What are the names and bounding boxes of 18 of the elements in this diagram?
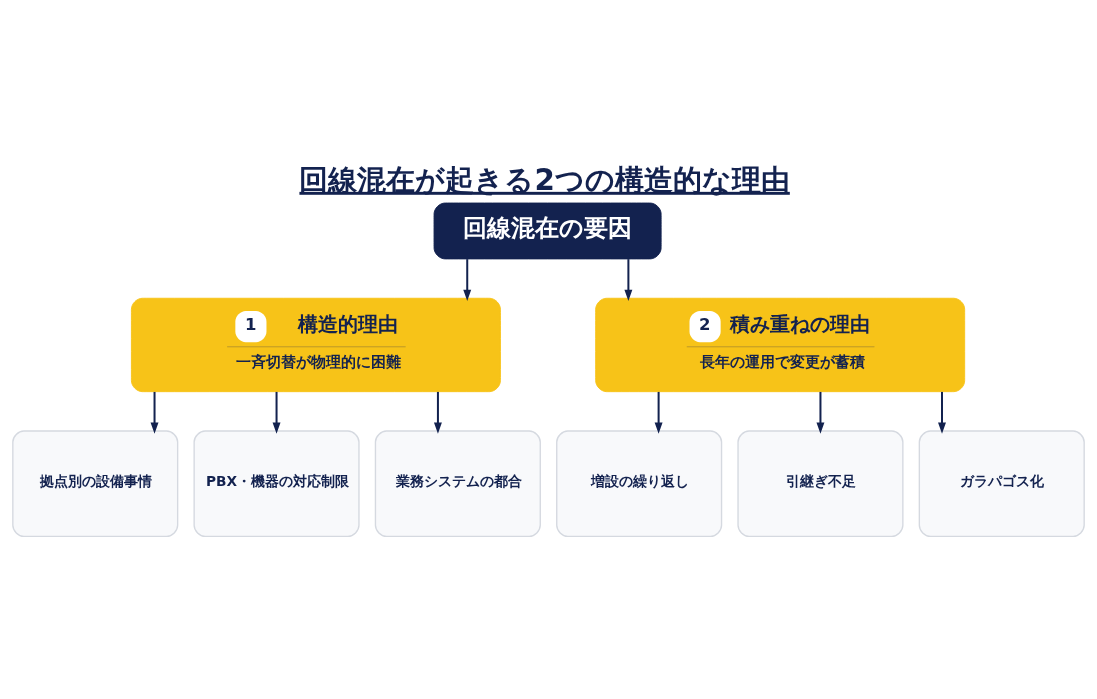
- arrow: [654, 391, 663, 434]
- diagram-title: 回線混在が起きる2つの構造的な理由: [299, 162, 790, 197]
- node-box: 1 構造的理由 一斉切替が物理的に困難: [130, 297, 501, 392]
- node-box: 業務システムの都合: [374, 429, 541, 537]
- node-box: PBX・機器の対応制限: [193, 429, 360, 537]
- node-box: ガラパゴス化: [918, 429, 1085, 537]
- arrow: [272, 391, 281, 434]
- node-box: 拠点別の設備事情: [12, 429, 179, 537]
- arrow: [938, 391, 946, 434]
- arrow: [433, 391, 442, 434]
- arrow: [816, 391, 825, 434]
- node-box: 引継ぎ不足: [737, 429, 904, 537]
- node-box: 回線混在の要因: [433, 202, 662, 259]
- arrow: [463, 258, 472, 301]
- node-box: 2 積み重ねの理由 長年の運用で変更が蓄積: [595, 297, 966, 392]
- arrow: [150, 391, 159, 434]
- node-box: 増設の繰り返し: [556, 429, 723, 537]
- arrow: [624, 258, 633, 301]
